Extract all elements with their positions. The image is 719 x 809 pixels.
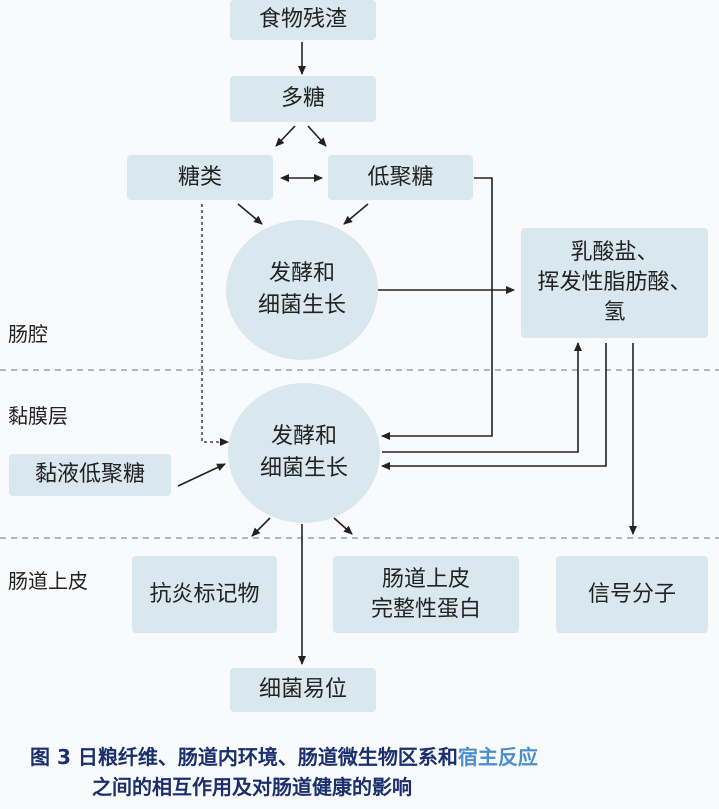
node-metabolites-line2: 挥发性脂肪酸、 bbox=[537, 270, 692, 295]
node-anti-inflammatory: 抗炎标记物 bbox=[132, 556, 277, 633]
caption-line1: 图 3 日粮纤维、肠道内环境、肠道微生物区系和宿主反应 bbox=[30, 742, 710, 772]
node-translocation: 细菌易位 bbox=[230, 668, 376, 712]
node-polysaccharide-label: 多糖 bbox=[280, 86, 325, 111]
arrow-ferment-to-protein bbox=[333, 517, 353, 535]
zone-label-lumen: 肠腔 bbox=[8, 322, 48, 346]
arrow-metabolites-to-mucosa bbox=[381, 343, 607, 470]
node-signal-molecule: 信号分子 bbox=[556, 556, 708, 633]
node-polysaccharide: 多糖 bbox=[230, 76, 376, 122]
arrow-mucin-to-ferment bbox=[177, 463, 226, 487]
node-anti-inflammatory-label: 抗炎标记物 bbox=[149, 581, 260, 607]
node-mucin-oligo-label: 黏液低聚糖 bbox=[34, 462, 145, 487]
node-food-residue-label: 食物残渣 bbox=[258, 7, 347, 32]
node-oligosaccharide: 低聚糖 bbox=[328, 155, 473, 200]
arrow-poly-to-sugars bbox=[275, 125, 296, 147]
node-epithelial-protein-line2: 完整性蛋白 bbox=[370, 596, 481, 622]
zone-label-mucosa: 黏膜层 bbox=[8, 404, 68, 428]
arrow-mucosa-to-metabolites bbox=[382, 342, 582, 453]
node-oligosaccharide-label: 低聚糖 bbox=[367, 164, 434, 190]
node-ferment-mucosa-line1: 发酵和 bbox=[270, 424, 337, 449]
node-metabolites: 乳酸盐、 挥发性脂肪酸、 氢 bbox=[521, 228, 708, 338]
arrow-poly-to-oligo bbox=[307, 125, 327, 147]
node-metabolites-line3: 氢 bbox=[603, 300, 626, 325]
node-epithelial-protein: 肠道上皮 完整性蛋白 bbox=[333, 556, 519, 633]
node-translocation-label: 细菌易位 bbox=[258, 677, 347, 702]
node-ferment-mucosa: 发酵和 细菌生长 bbox=[228, 383, 380, 523]
node-ferment-mucosa-line2: 细菌生长 bbox=[259, 456, 348, 481]
arrow-ferment-to-anti bbox=[251, 517, 271, 537]
figure-caption: 图 3 日粮纤维、肠道内环境、肠道微生物区系和宿主反应 之间的相互作用及对肠道健… bbox=[30, 742, 710, 802]
node-metabolites-line1: 乳酸盐、 bbox=[570, 240, 659, 265]
zone-label-epithelium: 肠道上皮 bbox=[8, 569, 88, 593]
arrow-oligo-to-mucosa-ferment bbox=[381, 177, 493, 440]
node-ferment-lumen-line2: 细菌生长 bbox=[257, 293, 346, 318]
node-sugars-label: 糖类 bbox=[177, 164, 222, 190]
arrow-oligo-to-ferment bbox=[343, 203, 369, 225]
node-ferment-lumen-line1: 发酵和 bbox=[268, 261, 335, 286]
caption-line1-main: 图 3 日粮纤维、肠道内环境、肠道微生物区系和 bbox=[30, 745, 458, 769]
caption-line2: 之间的相互作用及对肠道健康的影响 bbox=[92, 775, 412, 799]
node-signal-molecule-label: 信号分子 bbox=[587, 581, 676, 607]
node-food-residue: 食物残渣 bbox=[230, 0, 376, 40]
node-mucin-oligo: 黏液低聚糖 bbox=[9, 454, 171, 496]
arrow-sugars-dotted-to-mucosa bbox=[201, 204, 229, 446]
node-sugars: 糖类 bbox=[127, 155, 273, 200]
node-ferment-lumen: 发酵和 细菌生长 bbox=[226, 220, 378, 360]
arrow-sugars-to-ferment bbox=[237, 203, 263, 225]
node-epithelial-protein-line1: 肠道上皮 bbox=[381, 566, 470, 592]
caption-line1-highlight: 宿主反应 bbox=[457, 745, 538, 769]
